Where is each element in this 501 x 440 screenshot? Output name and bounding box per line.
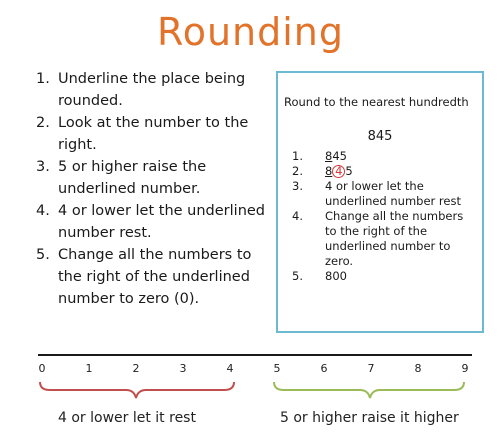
example-step-number: 3. <box>292 179 303 193</box>
step-text: Look at the number to the right. <box>58 115 249 153</box>
step-text: 5 or higher raise the underlined number. <box>58 159 207 197</box>
tick-label-7: 7 <box>368 362 375 375</box>
tick-label-4: 4 <box>227 362 234 375</box>
step-number: 1. <box>36 71 50 87</box>
step-text: 4 or lower let the underlined number res… <box>58 203 266 241</box>
tick-label-9: 9 <box>462 362 469 375</box>
example-step-number: 1. <box>292 149 303 163</box>
step-item: 1. Underline the place being rounded. <box>36 68 266 112</box>
step-text: Change all the numbers to the right of t… <box>58 247 252 307</box>
low-range-brace <box>39 381 235 399</box>
step-number: 3. <box>36 159 50 175</box>
number-line: 0 1 2 3 4 5 6 7 8 9 4 or lower let it rest 5 or h… <box>38 354 472 426</box>
tick-labels: 0 1 2 3 4 5 6 7 8 9 <box>39 362 469 375</box>
example-step-item: 4. Change all the numbers to the right o… <box>292 209 472 269</box>
example-step-text: 4 or lower let the underlined number res… <box>325 179 461 208</box>
tick-label-5: 5 <box>274 362 281 375</box>
step-number: 2. <box>36 115 50 131</box>
remaining-digits: 5 <box>345 164 353 178</box>
example-box: Round to the nearest hundredth 845 1. 84… <box>276 71 484 333</box>
example-step-item: 3. 4 or lower let the underlined number … <box>292 179 472 209</box>
step-item: 4. 4 or lower let the underlined number … <box>36 200 266 244</box>
example-step-item: 5. 800 <box>292 269 472 284</box>
step-item: 3. 5 or higher raise the underlined numb… <box>36 156 266 200</box>
circled-digit: 4 <box>332 165 346 178</box>
step-item: 2. Look at the number to the right. <box>36 112 266 156</box>
low-range-caption: 4 or lower let it rest <box>58 410 196 426</box>
high-range-caption: 5 or higher raise it higher <box>280 410 459 426</box>
example-step-text: 800 <box>325 269 347 283</box>
rounding-steps-list: 1. Underline the place being rounded. 2.… <box>36 68 266 310</box>
tick-label-3: 3 <box>180 362 187 375</box>
example-step-number: 2. <box>292 164 303 178</box>
tick-label-2: 2 <box>133 362 140 375</box>
tick-label-1: 1 <box>86 362 93 375</box>
example-step-number: 4. <box>292 209 303 223</box>
high-range-brace <box>273 381 465 399</box>
tick-label-6: 6 <box>321 362 328 375</box>
underlined-digit: 8 <box>325 164 333 178</box>
example-title: Round to the nearest hundredth <box>284 95 469 109</box>
example-step-text: 845 <box>325 149 472 164</box>
remaining-digits: 45 <box>332 149 347 163</box>
step-number: 4. <box>36 203 50 219</box>
example-step-text: Change all the numbers to the right of t… <box>325 209 464 268</box>
example-number: 845 <box>367 129 393 144</box>
step-number: 5. <box>36 247 50 263</box>
step-text: Underline the place being rounded. <box>58 71 246 109</box>
underlined-digit: 8 <box>325 149 333 163</box>
example-step-item: 1. 845 <box>292 149 472 164</box>
tick-label-0: 0 <box>39 362 46 375</box>
example-step-number: 5. <box>292 269 303 283</box>
step-item: 5. Change all the numbers to the right o… <box>36 244 266 310</box>
tick-label-8: 8 <box>415 362 422 375</box>
page-title: Rounding <box>157 10 344 54</box>
